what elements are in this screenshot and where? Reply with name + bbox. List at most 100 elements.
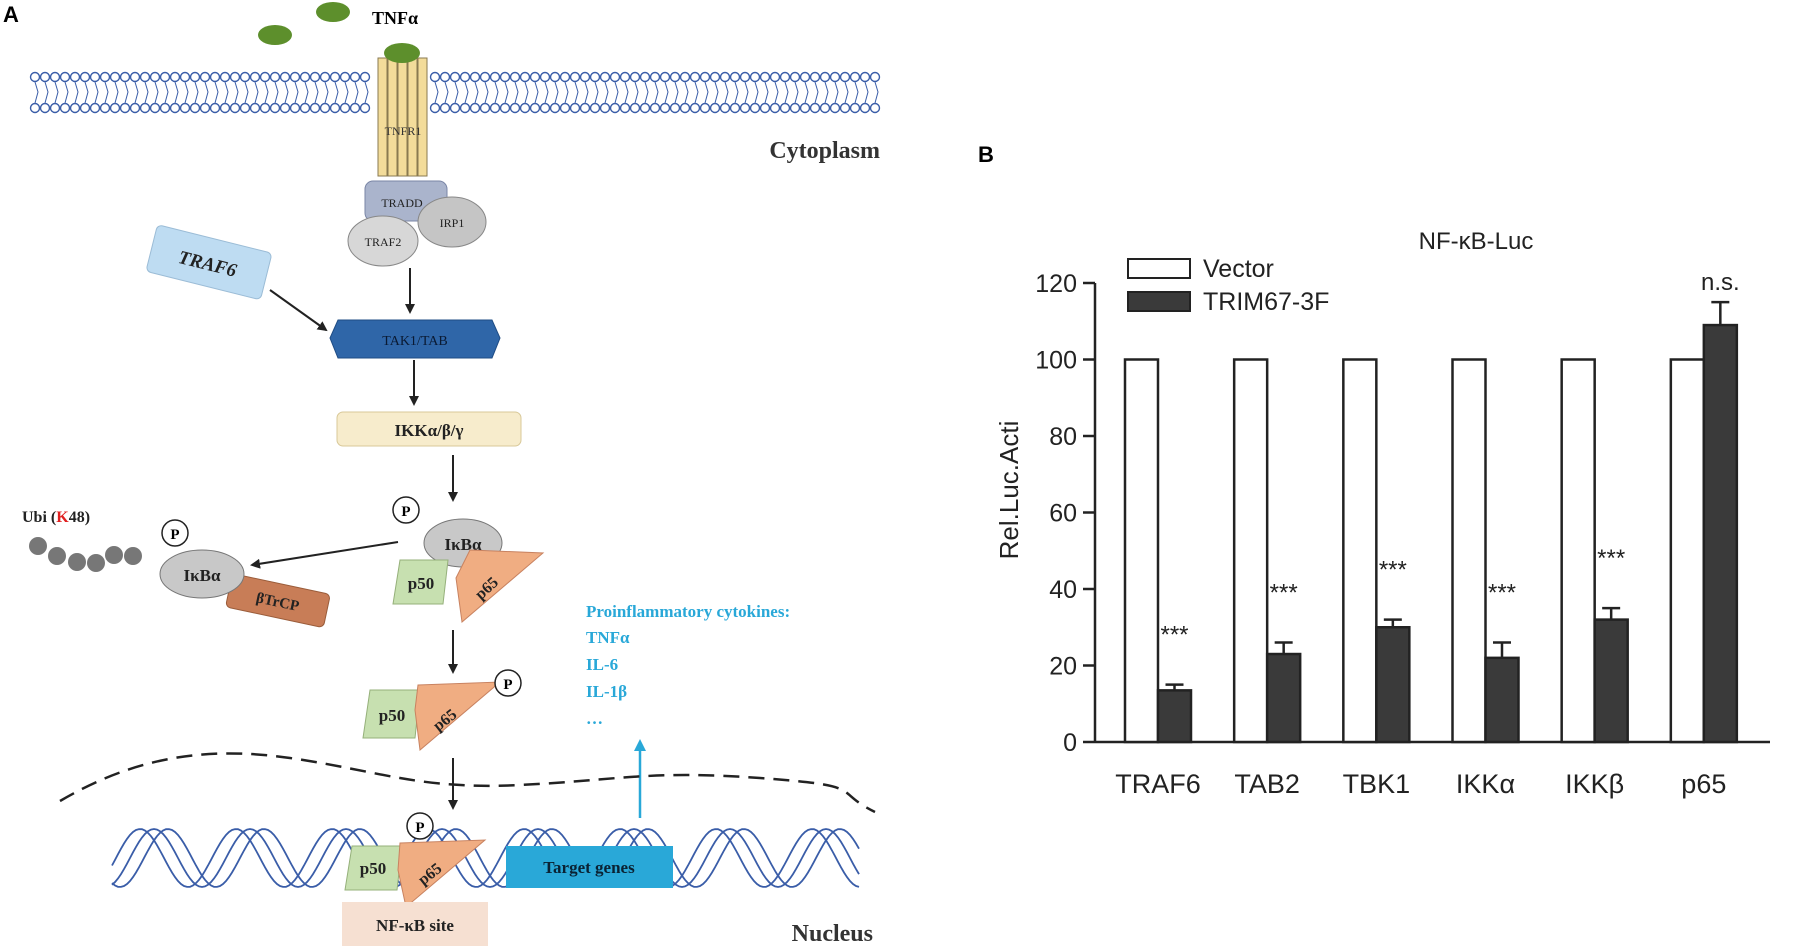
lipid-head-inner	[739, 102, 751, 114]
lipid-head-inner	[779, 102, 791, 114]
lipid-head-inner	[509, 102, 521, 114]
lipid-tail	[744, 81, 749, 104]
lipid-tail	[44, 81, 49, 104]
lipid-head-inner	[189, 102, 201, 114]
y-tick-label: 20	[1049, 653, 1077, 681]
tnf-label: TNFα	[372, 8, 418, 28]
lipid-tail	[714, 81, 719, 104]
p50-shape-2	[362, 689, 421, 739]
lipid-tail	[624, 81, 629, 104]
lipid-head-inner	[859, 102, 871, 114]
lipid-head-inner	[839, 102, 851, 114]
lipid-tail	[504, 81, 509, 104]
bar-trim67-TRAF6	[1156, 689, 1193, 744]
target-genes-box	[506, 846, 673, 888]
lipid-head-outer	[439, 71, 451, 83]
lipid-head-inner	[809, 102, 821, 114]
legend-label-vector: Vector	[1203, 255, 1274, 283]
lipid-head-inner	[309, 102, 321, 114]
dna-strand-1	[111, 828, 860, 888]
lipid-head-outer	[59, 71, 71, 83]
p65-shape-1	[455, 549, 545, 623]
lipid-head-inner	[39, 102, 51, 114]
btrcp-box: βTrCP	[225, 574, 330, 628]
lipid-head-inner	[69, 102, 81, 114]
lipid-head-outer	[729, 71, 741, 83]
lipid-tail	[574, 81, 579, 104]
lipid-tail	[314, 81, 319, 104]
lipid-head-outer	[219, 71, 231, 83]
lipid-head-inner	[109, 102, 121, 114]
lipid-head-outer	[669, 71, 681, 83]
lipid-head-inner	[499, 102, 511, 114]
lipid-tail	[434, 81, 439, 104]
lipid-head-outer	[839, 71, 851, 83]
lipid-head-inner	[179, 102, 191, 114]
lipid-head-inner	[479, 102, 491, 114]
lipid-head-inner	[169, 102, 181, 114]
lipid-head-outer	[109, 71, 121, 83]
lipid-head-inner	[89, 102, 101, 114]
lipid-head-inner	[559, 102, 571, 114]
lipid-tail	[494, 81, 499, 104]
lipid-head-outer	[499, 71, 511, 83]
bar-trim67-p65	[1702, 323, 1739, 744]
lipid-head-inner	[49, 102, 61, 114]
lipid-head-inner	[569, 102, 581, 114]
ikk-box	[336, 411, 522, 447]
lipid-head-inner	[749, 102, 761, 114]
lipid-head-inner	[299, 102, 311, 114]
lipid-tail	[754, 81, 759, 104]
lipid-tail	[34, 81, 39, 104]
lipid-head-inner	[659, 102, 671, 114]
lipid-head-outer	[199, 71, 211, 83]
lipid-tail	[534, 81, 539, 104]
chart-title: NF-κB-Luc	[1419, 228, 1534, 255]
lipid-head-outer	[579, 71, 591, 83]
panel-b: B NF-κB-Luc Rel.Luc.Acti Vector TRIM67-3…	[978, 142, 1770, 799]
significance-IKKα: ***	[1488, 580, 1516, 607]
lipid-tail	[104, 81, 109, 104]
bar-vector-TBK1	[1342, 358, 1378, 744]
lipid-tail	[644, 81, 649, 104]
lipid-head-outer	[699, 71, 711, 83]
lipid-head-outer	[639, 71, 651, 83]
lipid-head-outer	[869, 71, 881, 83]
lipid-head-outer	[559, 71, 571, 83]
lipid-head-outer	[719, 71, 731, 83]
ubiquitin-1	[29, 537, 47, 555]
lipid-head-outer	[179, 71, 191, 83]
lipid-head-outer	[809, 71, 821, 83]
lipid-tail	[634, 81, 639, 104]
tnf-ligand-1	[258, 25, 292, 45]
cytokine-tnfa: TNFα	[586, 628, 630, 647]
lipid-head-outer	[739, 71, 751, 83]
irp1-oval	[417, 196, 487, 248]
lipid-head-inner	[789, 102, 801, 114]
lipid-head-inner	[199, 102, 211, 114]
lipid-head-outer	[519, 71, 531, 83]
lipid-head-outer	[659, 71, 671, 83]
lipid-head-inner	[429, 102, 441, 114]
lipid-head-inner	[669, 102, 681, 114]
cytoplasm-label: Cytoplasm	[769, 138, 880, 164]
y-tick-label: 120	[1035, 270, 1077, 298]
cell-membrane	[29, 71, 881, 114]
significance-IKKβ: ***	[1597, 545, 1625, 572]
lipid-tail	[444, 81, 449, 104]
lipid-tail	[604, 81, 609, 104]
irp1-label: IRP1	[440, 216, 465, 230]
lipid-tail	[234, 81, 239, 104]
lipid-head-outer	[649, 71, 661, 83]
lipid-tail	[834, 81, 839, 104]
ubiquitin-2	[48, 547, 66, 565]
lipid-head-outer	[209, 71, 221, 83]
lipid-head-inner	[259, 102, 271, 114]
legend-swatch-vector	[1127, 258, 1191, 279]
lipid-head-outer	[79, 71, 91, 83]
y-tick-label: 40	[1049, 576, 1077, 604]
bar-vector-IKKβ	[1560, 358, 1596, 744]
lipid-head-outer	[469, 71, 481, 83]
lipid-tail	[844, 81, 849, 104]
